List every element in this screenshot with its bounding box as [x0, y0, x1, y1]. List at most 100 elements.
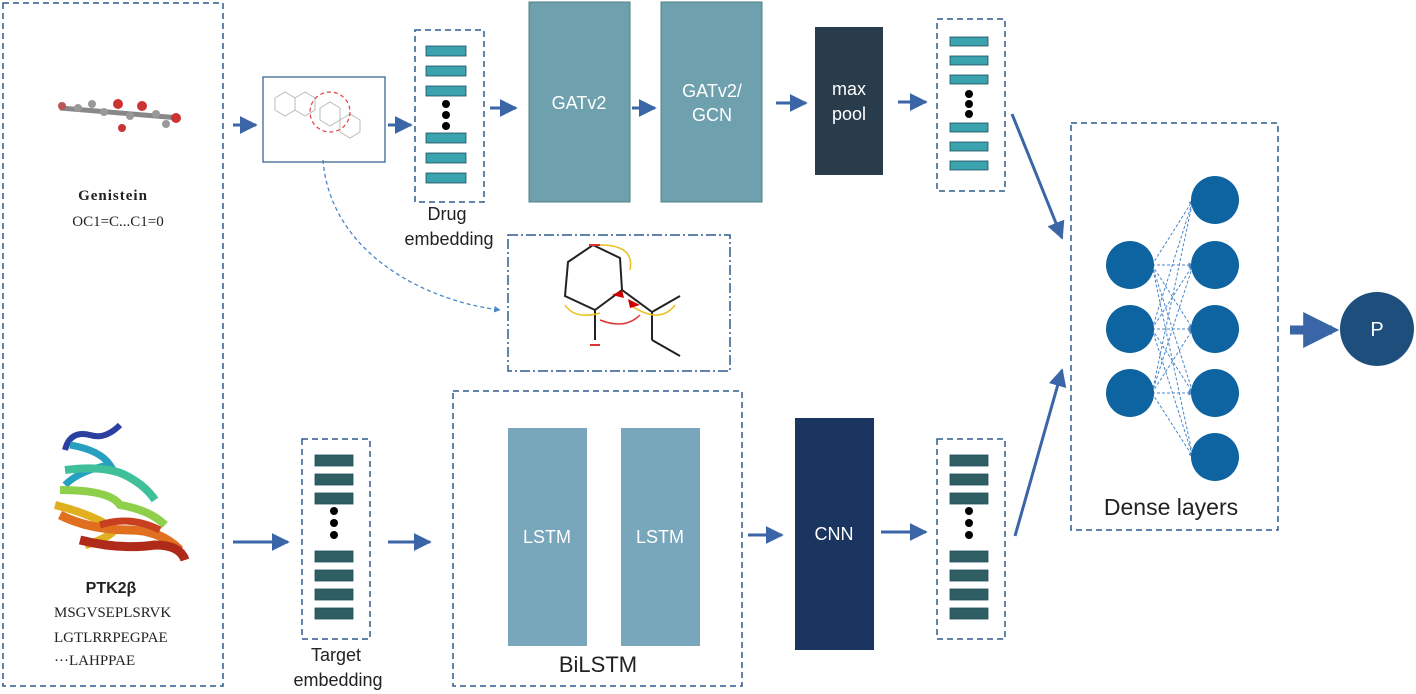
lstm-block-2 [621, 428, 700, 646]
embedding-bar [949, 122, 989, 133]
drug-name: Genistein [78, 188, 148, 204]
drug-embedding-label-2: embedding [404, 229, 493, 249]
dense-connection [1151, 264, 1195, 394]
target-embedding-bars [314, 454, 354, 620]
neuron [1191, 241, 1239, 289]
dense-layers-box [1070, 122, 1279, 531]
ellipsis-dot [330, 531, 338, 539]
target-sequence-line-1: MSGVSEPLSRVK [54, 605, 171, 621]
ellipsis-dot [442, 111, 450, 119]
embedding-bar [949, 588, 989, 601]
gatv2-gcn-label-2: GCN [692, 105, 732, 125]
neuron [1191, 433, 1239, 481]
target-embedding-box [301, 438, 371, 640]
ellipsis-dot [330, 507, 338, 515]
embedding-bar [425, 152, 467, 164]
arrow-target-to-dense [1013, 368, 1067, 537]
embedding-bar [425, 45, 467, 57]
output-label: P [1370, 319, 1383, 341]
drug-embedding-box [414, 29, 485, 203]
neuron [1106, 305, 1154, 353]
dense-connection [1151, 199, 1194, 266]
maxpool-label-1: max [832, 79, 866, 99]
embedding-bar [314, 607, 354, 620]
neuron [1191, 305, 1239, 353]
dense-connection [1151, 264, 1194, 330]
dense-connection [1151, 328, 1194, 394]
lstm-1-label: LSTM [523, 527, 571, 547]
bilstm-label: BiLSTM [559, 652, 637, 677]
dense-connection [1151, 264, 1194, 330]
drug-2d-structure [262, 76, 386, 163]
embedding-bar [425, 132, 467, 144]
neuron [1191, 369, 1239, 417]
zoom-connector [322, 159, 501, 313]
dense-connection [1151, 328, 1194, 394]
genistein-molecule-image [58, 99, 181, 132]
embedding-bar [949, 492, 989, 505]
gatv2-gcn-block [660, 1, 763, 203]
target-embedding-label-2: embedding [293, 670, 382, 690]
ellipsis-dot [965, 519, 973, 527]
ellipsis-dot [442, 100, 450, 108]
dense-connection [1151, 199, 1195, 394]
zoomed-substructure [507, 234, 731, 372]
gatv2-label: GATv2 [552, 93, 607, 113]
embedding-bar [949, 160, 989, 171]
dense-connection [1151, 199, 1195, 330]
embedding-bar [949, 55, 989, 66]
ellipsis-dot [330, 519, 338, 527]
arrow-drug-to-dense [1010, 113, 1065, 240]
embedding-bar [425, 65, 467, 77]
embedding-bar [314, 492, 354, 505]
bilstm-box [452, 390, 743, 687]
embedding-bar [314, 550, 354, 563]
dense-neurons [1106, 176, 1239, 481]
embedding-bar [425, 85, 467, 97]
embedding-bar [949, 74, 989, 85]
drug-embedding-bars [425, 45, 467, 184]
ellipsis-dot [965, 90, 973, 98]
embedding-bar [314, 473, 354, 486]
target-sequence-line-2: LGTLRRPEGPAE [54, 630, 168, 646]
dense-layers-label: Dense layers [1104, 494, 1238, 520]
ellipsis-dot [965, 100, 973, 108]
dense-connections [1151, 199, 1195, 458]
ellipsis-dot [965, 110, 973, 118]
embedding-bar [949, 550, 989, 563]
embedding-bar [949, 141, 989, 152]
lstm-2-label: LSTM [636, 527, 684, 547]
embedding-bar [425, 172, 467, 184]
neuron [1106, 241, 1154, 289]
embedding-bar [949, 454, 989, 467]
gatv2-gcn-label-1: GATv2/ [682, 81, 742, 101]
embedding-bar [949, 569, 989, 582]
cnn-label: CNN [815, 524, 854, 544]
input-panel [2, 2, 224, 687]
ellipsis-dot [965, 531, 973, 539]
cnn-block [795, 418, 874, 650]
target-embedding-label-1: Target [311, 645, 361, 665]
dense-connection [1151, 392, 1194, 458]
ellipsis-dot [442, 122, 450, 130]
ellipsis-dot [965, 507, 973, 515]
embedding-bar [314, 588, 354, 601]
embedding-bar [314, 569, 354, 582]
drug-vector-bars [949, 36, 989, 171]
drug-smiles: OC1=C...C1=0 [72, 214, 164, 230]
target-sequence-line-3: ···LAHPPAE [54, 653, 135, 669]
target-name: PTK2β [86, 580, 137, 597]
embedding-bar [949, 36, 989, 47]
embedding-bar [314, 454, 354, 467]
embedding-bar [949, 473, 989, 486]
gatv2-block [528, 1, 631, 203]
dense-connection [1151, 264, 1195, 458]
maxpool-block [815, 27, 883, 175]
target-vector-box [936, 438, 1006, 640]
output-node [1340, 292, 1414, 366]
target-vector-bars [949, 454, 989, 620]
embedding-bar [949, 607, 989, 620]
drug-embedding-label-1: Drug [427, 204, 466, 224]
lstm-block-1 [508, 428, 587, 646]
